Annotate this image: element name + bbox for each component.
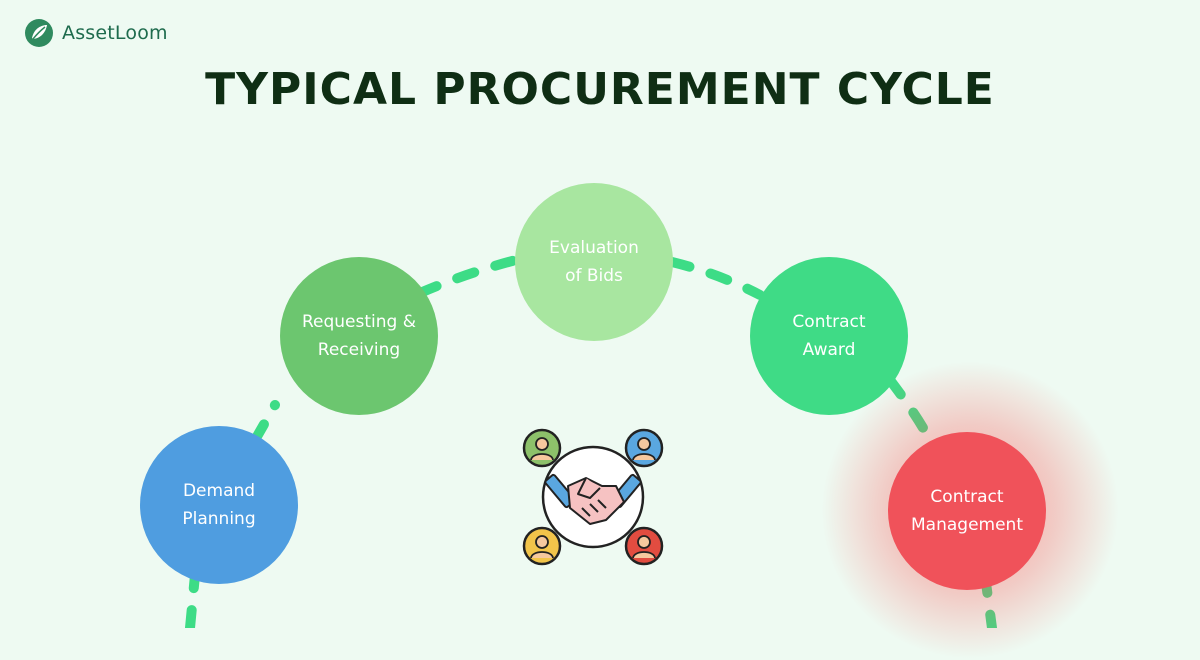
leaf-logo-icon (25, 19, 53, 47)
brand-logo: AssetLoom (24, 18, 168, 48)
handshake-team-icon (520, 424, 666, 570)
page-title: TYPICAL PROCUREMENT CYCLE (205, 64, 995, 115)
brand-name: AssetLoom (62, 22, 168, 44)
step-requesting-receiving: Requesting &Receiving (280, 257, 438, 415)
